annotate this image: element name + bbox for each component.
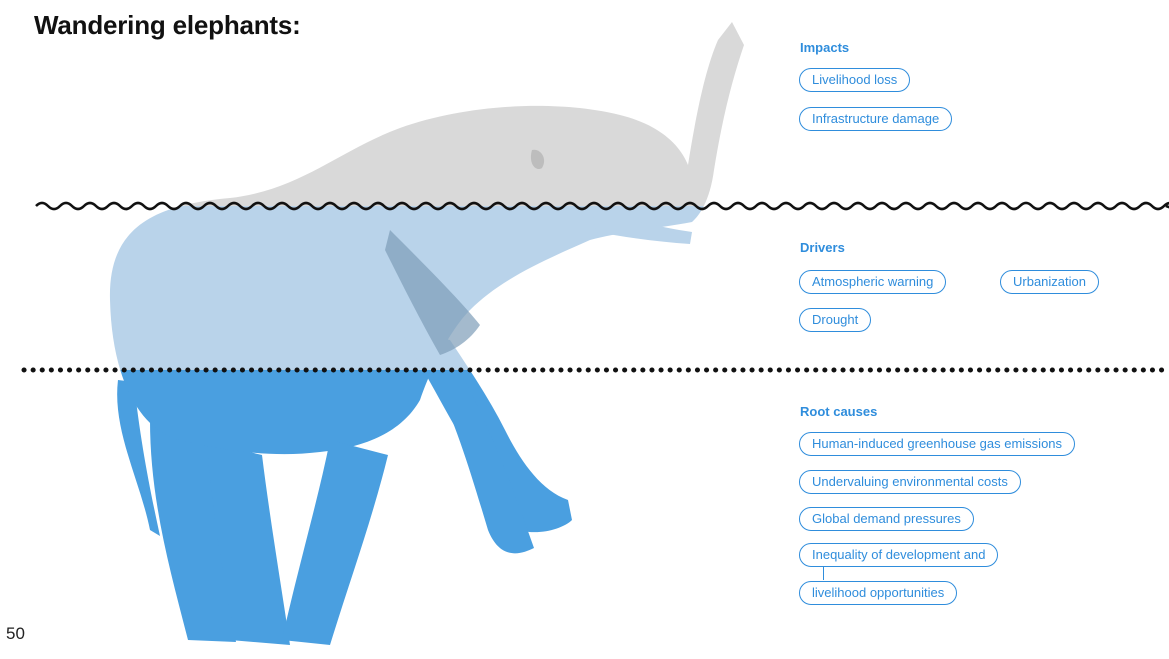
impact-pill-livelihood-loss: Livelihood loss [799, 68, 910, 92]
root-cause-pill-emissions: Human-induced greenhouse gas emissions [799, 432, 1075, 456]
root-cause-pill-livelihood-opportunities: livelihood opportunities [799, 581, 957, 605]
impact-pill-infrastructure-damage: Infrastructure damage [799, 107, 952, 131]
driver-pill-atmospheric-warning: Atmospheric warning [799, 270, 946, 294]
page-number: 50 [6, 624, 25, 644]
root-causes-heading: Root causes [800, 404, 877, 419]
driver-pill-urbanization: Urbanization [1000, 270, 1099, 294]
drivers-heading: Drivers [800, 240, 845, 255]
root-cause-pill-global-demand: Global demand pressures [799, 507, 974, 531]
pill-connector [823, 567, 824, 580]
impacts-heading: Impacts [800, 40, 849, 55]
root-cause-pill-undervaluing: Undervaluing environmental costs [799, 470, 1021, 494]
driver-pill-drought: Drought [799, 308, 871, 332]
root-cause-pill-inequality: Inequality of development and [799, 543, 998, 567]
